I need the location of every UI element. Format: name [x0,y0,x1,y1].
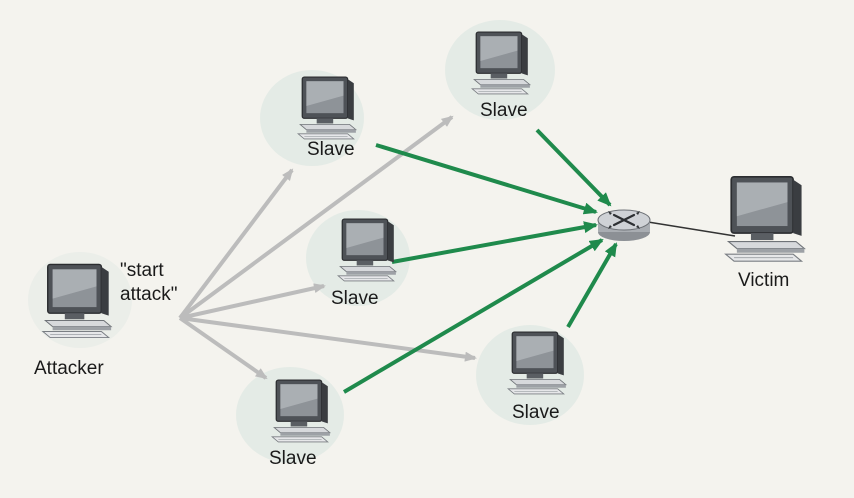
slave-top-left-label: Slave [307,139,355,160]
slave-bottom-label: Slave [269,448,317,469]
command-arrow-slave-top-right [178,115,454,320]
router-victim-link [647,221,736,237]
attack-arrow-slave-bottom [342,238,604,394]
command-arrow-slave-bottom [178,316,268,380]
attack-arrow-slave-top-right [535,128,612,207]
slave-middle-computer-icon [337,218,397,282]
slave-top-right-label: Slave [480,100,528,121]
slave-top-left-computer-icon [297,76,357,140]
command-label-line1: "start [120,260,164,281]
command-arrow-slave-lower-right [179,316,477,362]
attacker-computer-icon [42,263,112,339]
command-arrow-slave-middle [179,283,326,320]
command-label-line2: attack" [120,284,178,305]
attack-arrows [342,128,618,394]
slave-lower-right-computer-icon [507,331,567,395]
victim-label: Victim [738,270,790,291]
attacker-label: Attacker [34,358,104,379]
command-arrows [178,115,477,380]
slave-top-right-computer-icon [471,31,531,95]
attack-arrow-slave-top-left [375,143,598,215]
slave-middle-label: Slave [331,288,379,309]
victim-computer-icon [724,175,806,263]
attack-arrow-slave-lower-right [566,242,618,329]
command-arrow-slave-top-left [178,168,294,320]
router-icon [597,209,651,241]
slave-lower-right-label: Slave [512,402,560,423]
attack-arrow-slave-middle [391,221,598,264]
slave-bottom-computer-icon [271,379,331,443]
